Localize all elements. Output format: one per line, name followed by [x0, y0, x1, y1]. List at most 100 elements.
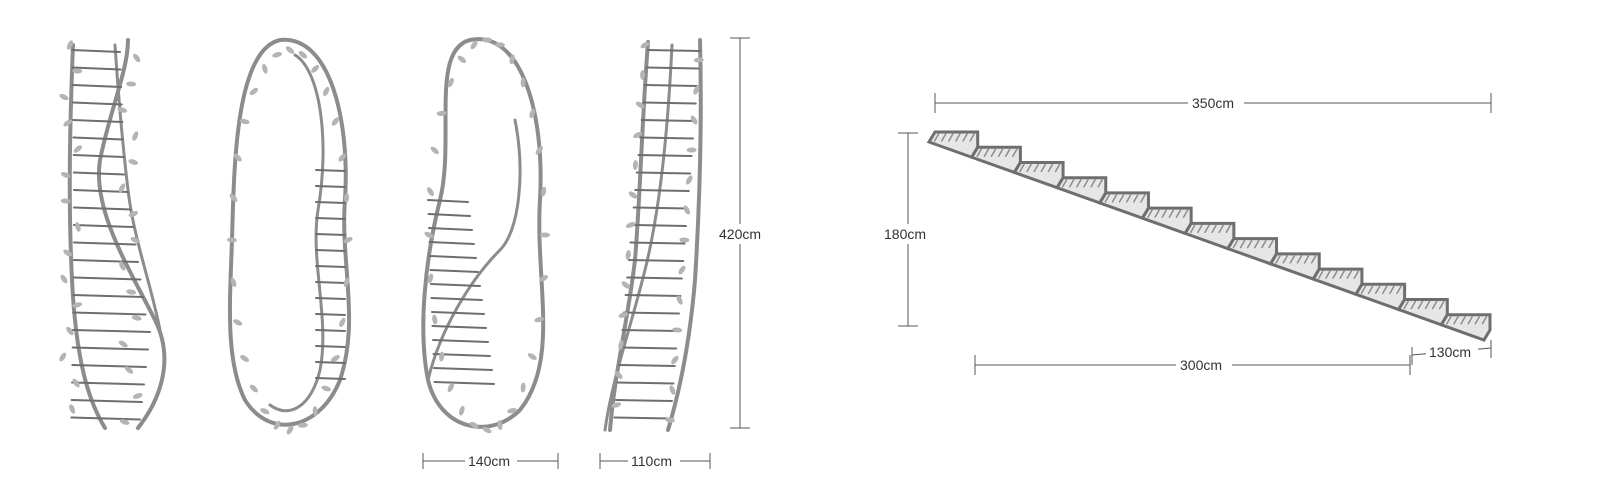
ladder-2-leaf [260, 408, 270, 415]
ladder-1-rung [72, 224, 134, 228]
stair-tread-strand [1019, 163, 1025, 173]
stair-tread-strand [1410, 300, 1417, 310]
ladder-4-rung [637, 154, 693, 157]
stair-steps [926, 130, 1492, 342]
ladder-3-leaf [459, 405, 465, 416]
stair-step [1097, 191, 1150, 220]
ladder-4-leaf [693, 85, 700, 95]
ladder-4-rung [647, 49, 701, 52]
ladder-1-leaf [60, 171, 71, 179]
stair-tread-strand [1211, 224, 1217, 234]
ladder-2-rung [315, 361, 346, 364]
stair-step [1140, 206, 1193, 236]
ladder-3-leaf [527, 353, 537, 360]
ladder-3-rung [427, 213, 471, 217]
stair-step [1311, 267, 1364, 297]
ladder-view-1 [59, 38, 167, 430]
width-110-label: 110cm [631, 453, 672, 469]
ladder-2-leaf [233, 153, 242, 162]
ladder-4-rung [626, 276, 683, 280]
stair-tread-strand [1125, 194, 1132, 203]
dimension-width-140: 140cm [422, 451, 559, 471]
ladder-1-leaf [132, 131, 139, 141]
stair-tread-strand [1090, 178, 1096, 188]
ladder-4-rung [635, 171, 692, 175]
ladder-1-leaf [118, 340, 128, 348]
stair-step [1012, 160, 1065, 190]
ladder-3-leaf [520, 77, 526, 88]
ladder-1-rung [70, 416, 141, 421]
ladder-1-rung [71, 364, 147, 368]
ladder-2-rung [315, 297, 346, 300]
ladder-1-leaf [117, 107, 128, 113]
ladder-4-rung [619, 346, 678, 350]
ladder-3-rung [431, 325, 487, 329]
ladder-1-rung [72, 294, 144, 298]
stair-tread-strand [1325, 270, 1331, 279]
ladder-3-leaf [447, 382, 455, 393]
ladder-3-leaf [482, 37, 492, 43]
ladder-2-leaf [338, 153, 347, 162]
ladder-3-leaf [424, 231, 434, 239]
ladder-3-leaf [520, 382, 526, 393]
stair-tread-strand [1111, 194, 1118, 203]
stair-tread-strand [1481, 316, 1488, 325]
stair-tread-strand [1239, 239, 1246, 249]
stair-tread-strand [1474, 316, 1481, 325]
ladder-1-leaf [132, 393, 143, 399]
stair-tread-strand [1069, 178, 1075, 188]
stair-tread-strand [1054, 163, 1061, 173]
stair-tread-strand [1033, 163, 1039, 173]
ladder-3-rung [433, 381, 495, 385]
ladder-1-leaf [69, 404, 76, 414]
ladder-1-leaf [126, 81, 137, 87]
height-420-label: 420cm [719, 226, 761, 242]
ladder-1-leaf [128, 159, 139, 165]
ladder-1-rail-right [96, 38, 167, 430]
ladder-view-3 [421, 37, 550, 434]
ladder-3-leaf [436, 110, 447, 116]
ladder-4-leaf [625, 250, 631, 260]
stair-tread-strand [1467, 316, 1473, 325]
ladder-3-rung [430, 297, 483, 301]
stair-tread-strand [1118, 194, 1125, 203]
ladder-3-loop-inner [426, 118, 522, 382]
ladder-4-leaf [669, 385, 676, 395]
stair-tread-strand [1204, 224, 1210, 234]
ladder-3-leaf [427, 187, 434, 197]
stair-tread-strand [1147, 209, 1153, 218]
ladder-1-rung [71, 49, 121, 53]
stair-tread-strand [1261, 239, 1267, 249]
ladder-4-leaf [640, 41, 650, 49]
ladder-4-leaf [683, 205, 691, 215]
stair-tread-strand [1453, 316, 1459, 325]
stair-tread-strand [1289, 255, 1296, 264]
stair-step [1182, 221, 1236, 251]
ladder-3-leaf [469, 421, 479, 429]
ladder-4-rung [615, 399, 673, 402]
ladder-2-leaf [321, 385, 331, 392]
ladder-4-rung [643, 84, 699, 87]
width-140-label: 140cm [468, 453, 510, 469]
ladder-4-leaf [665, 417, 675, 423]
stair-step [1225, 237, 1279, 266]
ladder-1-rung [70, 381, 145, 386]
ladder-4-rung [632, 206, 689, 210]
length-350-label: 350cm [1192, 95, 1234, 111]
stair-tread-strand [1076, 178, 1082, 188]
ladder-3-leaf [540, 232, 550, 238]
ladder-3-leaf [535, 146, 543, 155]
stair-tread-strand [1097, 178, 1103, 188]
ladder-4-leaf [635, 101, 645, 109]
stair-tread-strand [1012, 148, 1018, 157]
ladder-1-leaf [72, 68, 83, 74]
ladder-3-leaf [447, 77, 454, 88]
ladder-4-leaf [632, 160, 638, 170]
ladder-2-rung [315, 345, 346, 348]
stair-step [926, 130, 980, 160]
ladder-4-leaf [618, 312, 629, 318]
ladder-4-rung [616, 381, 675, 385]
ladder-1-rung [71, 346, 149, 351]
stair-tread-strand [940, 133, 947, 142]
ladder-4-leaf [686, 147, 697, 153]
